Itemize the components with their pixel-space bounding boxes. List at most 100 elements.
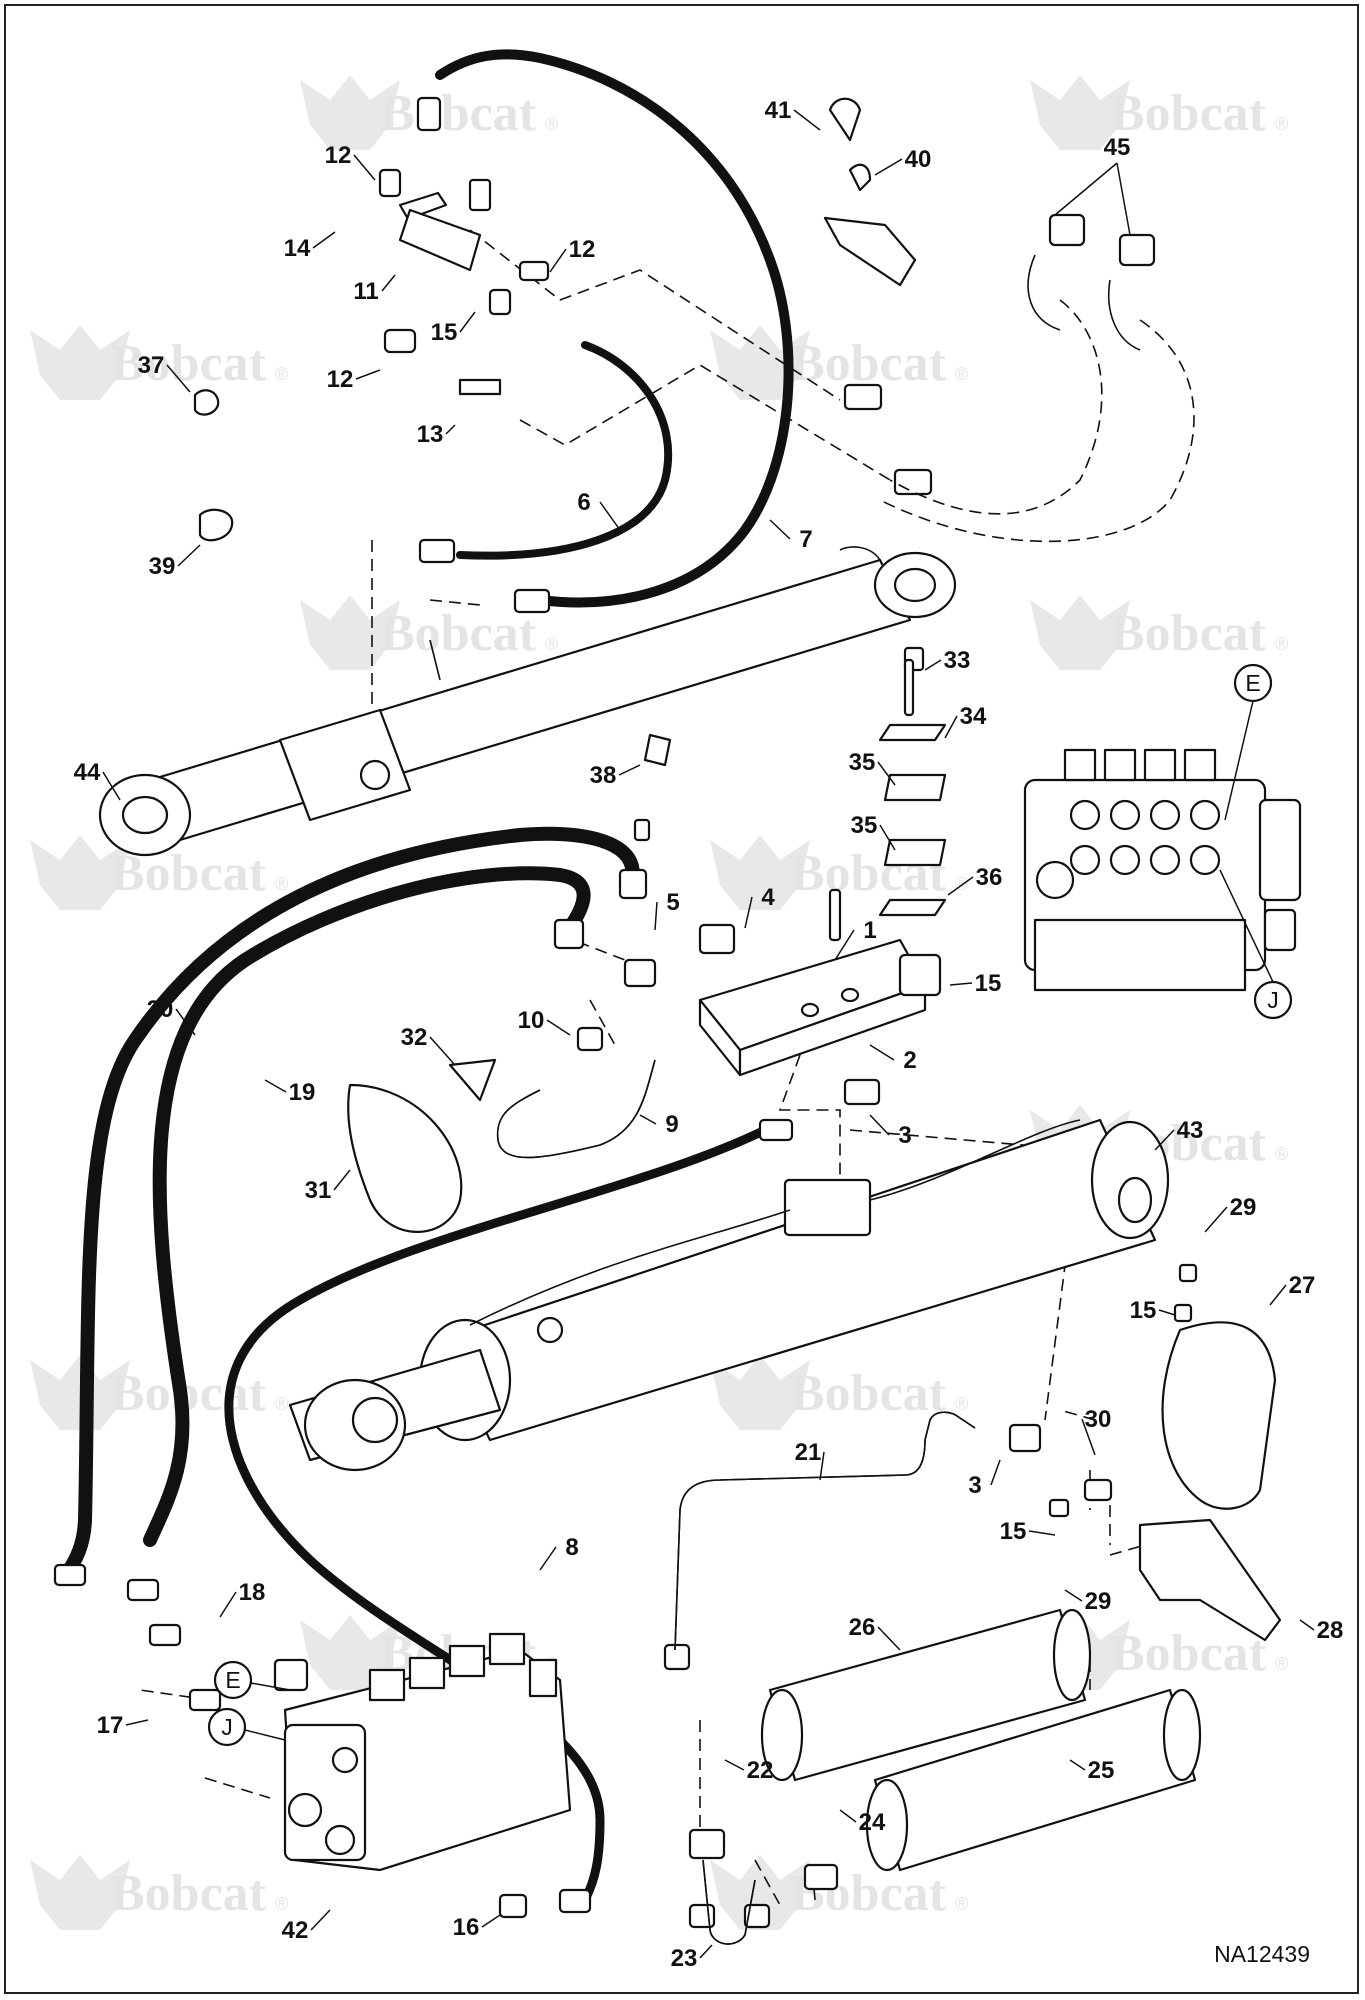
callout-2: 2 — [903, 1047, 916, 1074]
watermark-text: Bobcat — [1110, 1625, 1267, 1682]
watermark-registered-mark: ® — [1275, 634, 1288, 654]
callout-19: 19 — [289, 1079, 316, 1106]
hoses — [59, 49, 794, 1905]
bobcat-logo-icon — [1030, 75, 1130, 150]
callout-leader — [353, 154, 376, 181]
callout-leader — [944, 715, 958, 739]
callout-leader — [177, 544, 201, 567]
callout-45: 45 — [1104, 134, 1131, 161]
bobcat-watermark: Bobcat ® — [300, 595, 558, 670]
bobcat-watermark: Bobcat® — [30, 325, 288, 400]
hose-19 — [143, 866, 591, 1547]
drawing-code: NA12439 — [1214, 1941, 1310, 1967]
callout-leader — [1158, 1309, 1176, 1316]
steel-tubes — [496, 1059, 976, 1945]
callout-15a: 15 — [431, 319, 458, 346]
callout-33: 33 — [944, 647, 971, 674]
callout-8: 8 — [565, 1534, 578, 1561]
watermark-text: Bobcat — [380, 605, 537, 662]
watermark-text: Bobcat — [790, 335, 947, 392]
callout-leader — [639, 1114, 657, 1125]
watermark-registered-mark: ® — [275, 874, 288, 894]
watermark-registered-mark: ® — [1275, 1144, 1288, 1164]
watermark-text: Bobcat — [110, 1865, 267, 1922]
callout-leader — [819, 1451, 825, 1481]
watermark-registered-mark: ® — [955, 1394, 968, 1414]
callout-29b: 29 — [1085, 1588, 1112, 1615]
callout-leader — [877, 761, 896, 786]
callout-leader — [1204, 1206, 1228, 1233]
callout-leader — [877, 1626, 901, 1651]
callout-16: 16 — [453, 1914, 480, 1941]
callout-leader — [769, 519, 791, 540]
callout-31: 31 — [305, 1177, 332, 1204]
callout-15b: 15 — [975, 970, 1002, 997]
callout-leader — [175, 1008, 196, 1036]
callout-leader — [793, 109, 821, 131]
watermark-registered-mark: ® — [275, 364, 288, 384]
callout-leader — [618, 764, 641, 776]
callout-24: 24 — [859, 1809, 886, 1836]
bobcat-watermark: Bobcat® — [1030, 595, 1288, 670]
detail-ref-j-inset: J — [1267, 987, 1279, 1013]
callout-leader — [1028, 1530, 1056, 1536]
callout-4: 4 — [761, 884, 775, 911]
callout-25: 25 — [1088, 1757, 1115, 1784]
callout-leader — [102, 771, 121, 801]
watermark-text: Bobcat — [1110, 85, 1267, 142]
watermark-layer: Bobcat ® Bobcat ® Bobcat ® Bobcat ® Bobcat ® Bobca… — [30, 75, 1288, 1930]
bobcat-logo-icon — [30, 835, 130, 910]
callout-leader — [264, 1079, 287, 1093]
callout-14: 14 — [284, 235, 311, 262]
hose-7 — [435, 49, 794, 608]
callout-leader — [949, 982, 973, 986]
callout-leader — [1064, 1589, 1083, 1602]
callout-3a: 3 — [898, 1122, 911, 1149]
callout-leader — [599, 501, 621, 531]
callout-leader — [834, 929, 855, 961]
callout-leader — [874, 158, 903, 176]
detail-refs: E J E J — [207, 663, 1293, 1747]
callout-7: 7 — [799, 526, 812, 553]
callout-10: 10 — [518, 1007, 545, 1034]
callout-15c: 15 — [1130, 1297, 1157, 1324]
callout-37: 37 — [138, 352, 165, 379]
callout-30: 30 — [1085, 1406, 1112, 1433]
callout-41: 41 — [765, 97, 792, 124]
callout-28: 28 — [1317, 1617, 1344, 1644]
watermark-registered-mark: ® — [955, 364, 968, 384]
fittings — [53, 96, 1198, 1929]
callout-21: 21 — [795, 1439, 822, 1466]
callout-leader — [125, 1719, 149, 1726]
callout-26: 26 — [849, 1614, 876, 1641]
accumulators — [760, 1608, 1202, 1872]
callout-leader — [1069, 1759, 1086, 1771]
callout-6: 6 — [577, 489, 590, 516]
watermark-registered-mark: ® — [545, 114, 558, 134]
bobcat-watermark: Bobcat ® — [710, 325, 968, 400]
watermark-registered-mark: ® — [545, 634, 558, 654]
callout-43: 43 — [1177, 1117, 1204, 1144]
callout-12a: 12 — [325, 142, 352, 169]
callout-leader — [546, 1019, 571, 1036]
callout-layer: 1233456789101112121213141515151516171819… — [74, 97, 1344, 1972]
watermark-text: Bobcat — [790, 1365, 947, 1422]
callout-leader — [1154, 1129, 1175, 1151]
callout-12c: 12 — [327, 366, 354, 393]
watermark-registered-mark: ® — [955, 874, 968, 894]
bobcat-logo-icon — [1030, 595, 1130, 670]
callout-27: 27 — [1289, 1272, 1316, 1299]
bobcat-watermark: Bobcat® — [710, 1855, 968, 1930]
callout-leader — [219, 1591, 237, 1618]
callout-leader — [654, 901, 658, 931]
hose-8 — [224, 1120, 780, 1905]
bobcat-logo-icon — [710, 1355, 810, 1430]
callout-35b: 35 — [851, 812, 878, 839]
bobcat-logo-icon — [30, 325, 130, 400]
callout-11: 11 — [353, 278, 378, 305]
callout-35a: 35 — [849, 749, 876, 776]
bobcat-watermark: Bobcat® — [1030, 75, 1288, 150]
bobcat-logo-icon — [300, 595, 400, 670]
callout-leader — [445, 424, 456, 435]
